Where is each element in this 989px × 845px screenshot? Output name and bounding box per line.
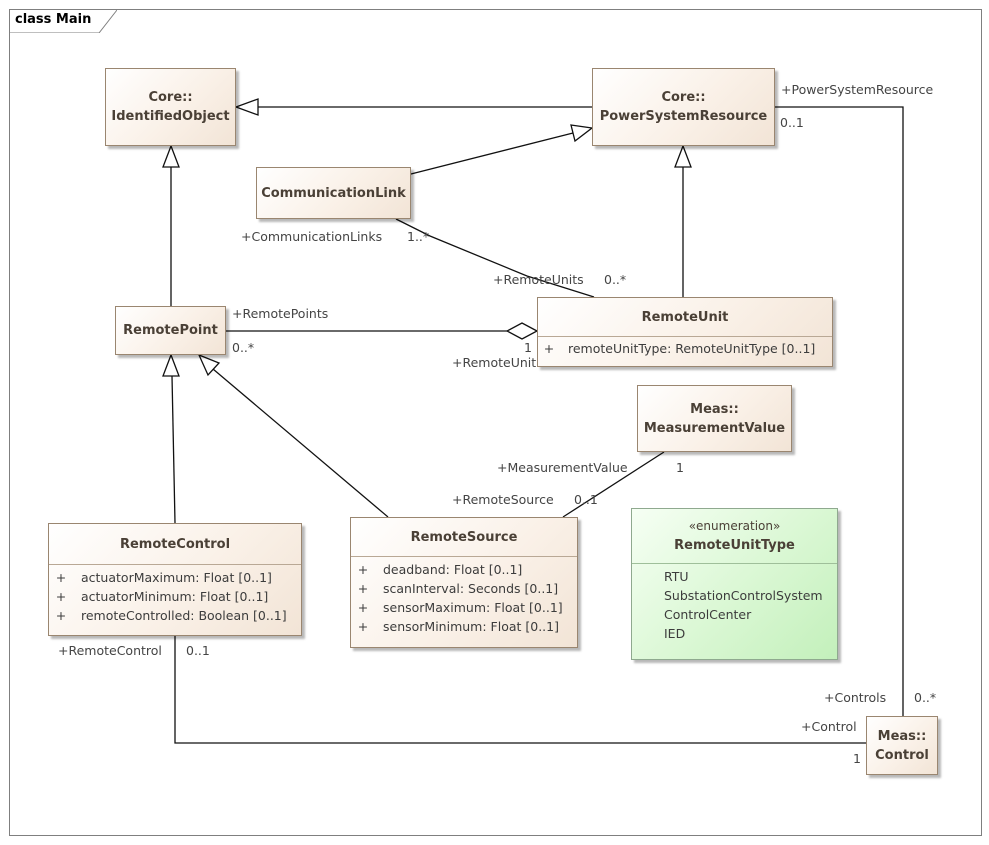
visibility-marker: + [55, 608, 67, 623]
class-namespace: Meas:: [690, 401, 739, 417]
multiplicity-label: 0..* [232, 340, 255, 355]
attribute-compartment: + actuatorMaximum: Float [0..1] + actuat… [49, 564, 301, 625]
aggregation-diamond [505, 322, 539, 340]
role-label: +RemoteSource [452, 492, 554, 507]
role-label: +CommunicationLinks [241, 229, 383, 244]
role-label: +PowerSystemResource [781, 82, 934, 97]
inheritance-arrowhead [197, 353, 221, 377]
diagram-frame [9, 9, 982, 836]
class-remotepoint[interactable]: RemotePoint [115, 306, 226, 355]
role-label: +RemoteUnits [493, 272, 584, 287]
multiplicity-label: 0..* [604, 272, 627, 287]
enum-literal[interactable]: IED [664, 626, 686, 641]
generalization-remotecontrol-to-remotepoint [171, 375, 176, 524]
inheritance-arrowhead [162, 144, 180, 168]
class-name: CommunicationLink [261, 185, 406, 201]
generalization-remotesource-to-remotepoint [212, 368, 389, 518]
attribute-text: deadband: Float [0..1] [383, 562, 523, 577]
class-name: IdentifiedObject [111, 109, 230, 124]
inheritance-arrowhead [234, 98, 259, 116]
attribute-row[interactable]: + actuatorMaximum: Float [0..1] [49, 568, 301, 587]
class-name: RemotePoint [123, 323, 218, 338]
attribute-text: sensorMaximum: Float [0..1] [383, 600, 563, 615]
attribute-text: remoteUnitType: RemoteUnitType [0..1] [568, 341, 816, 356]
class-communicationlink[interactable]: CommunicationLink [256, 167, 411, 219]
class-measurementvalue[interactable]: Meas:: MeasurementValue [637, 385, 792, 452]
class-namespace: Core:: [148, 90, 193, 105]
visibility-marker: + [357, 581, 369, 596]
visibility-marker: + [357, 619, 369, 634]
attribute-text: actuatorMaximum: Float [0..1] [81, 570, 272, 585]
class-name: RemoteUnit [641, 309, 729, 325]
association-psr-control [775, 106, 904, 716]
attribute-row[interactable]: + deadband: Float [0..1] [351, 560, 577, 579]
class-remotesource[interactable]: RemoteSource + deadband: Float [0..1] + … [350, 517, 578, 648]
stereotype-label: «enumeration» [688, 519, 781, 533]
role-label: +Control [801, 719, 857, 734]
class-name: PowerSystemResource [599, 109, 768, 124]
role-label: +RemoteControl [58, 643, 162, 658]
association-communicationlink-remoteunit [395, 218, 595, 298]
visibility-marker: + [543, 341, 555, 356]
enumeration-remoteunittype[interactable]: «enumeration» RemoteUnitType RTU Substat… [631, 508, 838, 660]
attribute-text: actuatorMinimum: Float [0..1] [81, 589, 269, 604]
attribute-row[interactable]: + actuatorMinimum: Float [0..1] [49, 587, 301, 606]
attribute-text: sensorMinimum: Float [0..1] [383, 619, 559, 634]
visibility-marker: + [55, 570, 67, 585]
multiplicity-label: 1 [524, 340, 532, 355]
visibility-marker: + [357, 562, 369, 577]
multiplicity-label: 0..1 [186, 643, 210, 658]
enum-literal[interactable]: SubstationControlSystem [664, 588, 823, 603]
attribute-row[interactable]: + scanInterval: Seconds [0..1] [351, 579, 577, 598]
class-namespace: Meas:: [877, 728, 927, 744]
class-remotecontrol[interactable]: RemoteControl + actuatorMaximum: Float [… [48, 523, 302, 636]
class-name: MeasurementValue [643, 420, 786, 436]
multiplicity-label: 0..1 [574, 492, 598, 507]
role-label: +RemotePoints [232, 306, 329, 321]
attribute-row[interactable]: + remoteControlled: Boolean [0..1] [49, 606, 301, 625]
class-name: RemoteUnitType [674, 538, 795, 553]
association-remotecontrol-control [174, 636, 866, 744]
multiplicity-label: 1 [853, 751, 861, 766]
frame-title-tab [9, 9, 117, 33]
multiplicity-label: 1 [676, 460, 684, 475]
attribute-text: remoteControlled: Boolean [0..1] [81, 608, 287, 623]
multiplicity-label: 0..1 [780, 115, 804, 130]
class-identifiedobject[interactable]: Core:: IdentifiedObject [105, 68, 236, 146]
class-namespace: Core:: [661, 90, 706, 105]
attribute-text: scanInterval: Seconds [0..1] [383, 581, 559, 596]
attribute-row[interactable]: + remoteUnitType: RemoteUnitType [0..1] [538, 339, 832, 358]
enum-literal[interactable]: RTU [664, 569, 689, 584]
attribute-compartment: + remoteUnitType: RemoteUnitType [0..1] [538, 336, 832, 358]
class-control[interactable]: Meas:: Control [866, 716, 938, 775]
enum-literal[interactable]: ControlCenter [664, 607, 752, 622]
attribute-compartment: + deadband: Float [0..1] + scanInterval:… [351, 556, 577, 636]
class-name: RemoteControl [119, 536, 231, 552]
attribute-row[interactable]: + sensorMinimum: Float [0..1] [351, 617, 577, 636]
class-remoteunit[interactable]: RemoteUnit + remoteUnitType: RemoteUnitT… [537, 297, 833, 367]
inheritance-arrowhead [162, 353, 180, 377]
role-label: +MeasurementValue [497, 460, 628, 475]
association-measurementvalue-remotesource [562, 451, 665, 518]
class-powersystemresource[interactable]: Core:: PowerSystemResource [592, 68, 775, 146]
attribute-row[interactable]: + sensorMaximum: Float [0..1] [351, 598, 577, 617]
generalization-communicationlink-to-psr [410, 132, 574, 175]
inheritance-arrowhead [674, 144, 692, 168]
visibility-marker: + [357, 600, 369, 615]
role-label: +RemoteUnit [452, 355, 537, 370]
class-name: RemoteSource [410, 529, 518, 545]
inheritance-arrowhead [570, 124, 594, 143]
class-name: Control [875, 747, 929, 763]
multiplicity-label: 1..* [407, 229, 430, 244]
diagram-title: class Main [15, 12, 92, 27]
literal-compartment: RTU SubstationControlSystem ControlCente… [632, 563, 837, 643]
multiplicity-label: 0..* [914, 690, 937, 705]
role-label: +Controls [824, 690, 887, 705]
visibility-marker: + [55, 589, 67, 604]
